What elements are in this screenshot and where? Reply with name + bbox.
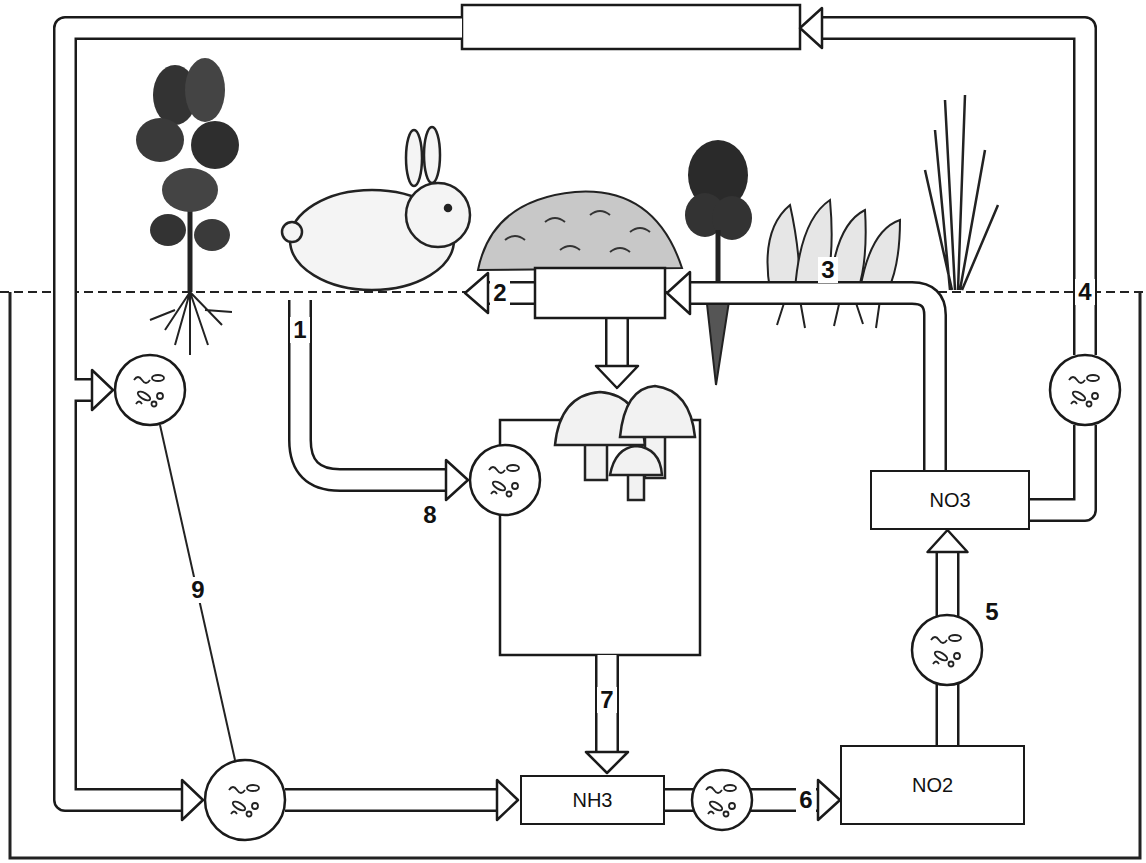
callout-number: 9 [188, 577, 207, 602]
callout-number: 5 [982, 599, 1001, 624]
callout-number: 7 [597, 687, 616, 712]
plant-drawing [685, 140, 752, 385]
bacteria-circle [1050, 355, 1120, 425]
grass-drawing [925, 95, 998, 290]
rabbit-drawing [282, 127, 470, 290]
formula-text: NO3 [929, 489, 970, 511]
empty-box [535, 268, 665, 318]
callout-number: 6 [796, 787, 815, 812]
soil-frame [10, 292, 1140, 858]
plant-drawing [768, 200, 901, 328]
bacteria-circle [470, 445, 540, 515]
callout-number: 4 [1075, 279, 1094, 304]
callout-number: 2 [490, 280, 509, 305]
bacteria-circle [912, 615, 982, 685]
callout-number: 8 [420, 502, 439, 527]
bacteria-circle [205, 760, 285, 840]
formula-text: NH3 [572, 789, 612, 811]
compound-box: NO2 [840, 745, 1025, 825]
shrub-drawing [478, 192, 682, 270]
mushroom-drawing [555, 386, 695, 500]
empty-box [462, 5, 800, 49]
compound-box: NH3 [520, 775, 665, 825]
compound-box: NO3 [870, 470, 1030, 530]
bacteria-circle [115, 355, 185, 425]
tree-drawing [136, 58, 239, 355]
leader-line [160, 425, 235, 760]
bacteria-circle [692, 770, 752, 830]
callout-number: 1 [290, 317, 309, 342]
callout-number: 3 [818, 257, 837, 282]
formula-text: NO2 [912, 774, 953, 796]
